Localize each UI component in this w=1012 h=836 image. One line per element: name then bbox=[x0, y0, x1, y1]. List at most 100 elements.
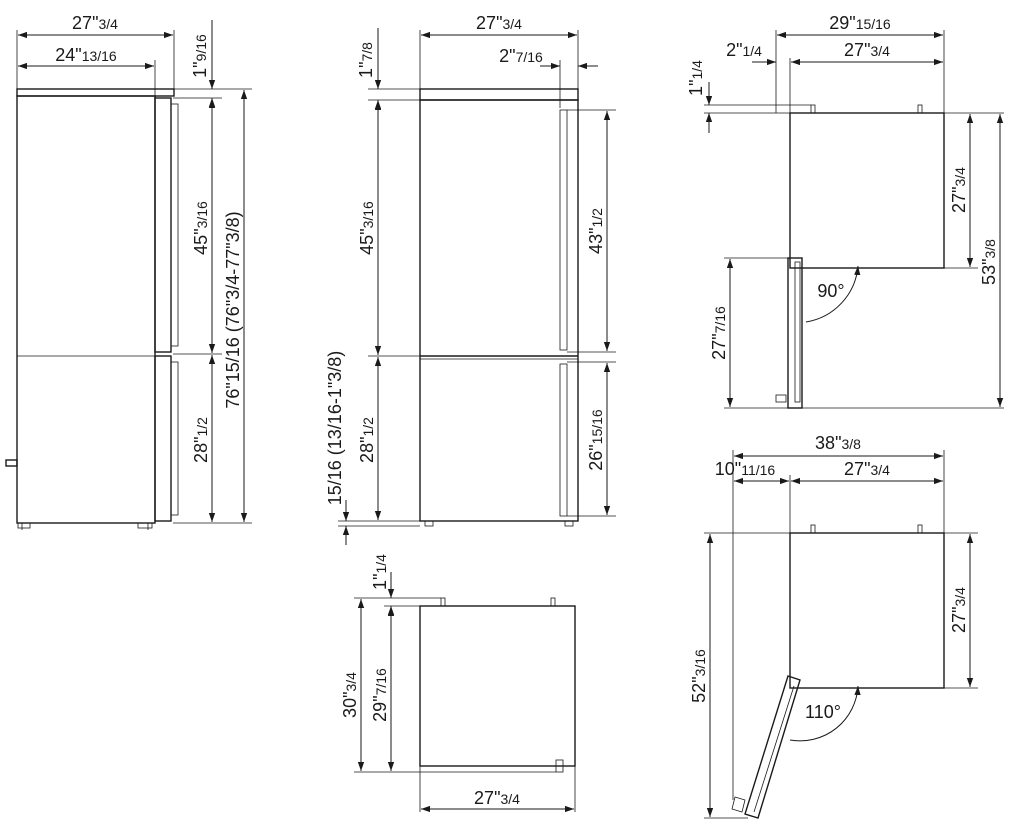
dim-front-upper-handle: 43"1/2 bbox=[586, 111, 611, 351]
svg-text:27"3/4: 27"3/4 bbox=[474, 788, 520, 808]
dim-value: 27" bbox=[949, 607, 969, 633]
dim-value: 10" bbox=[715, 459, 741, 479]
dim-front-width: 27"3/4 bbox=[421, 13, 577, 39]
side-view: 27"3/4 24"13/16 1"9/16 45"3/16 28"1/2 76… bbox=[5, 13, 252, 530]
dim-fraction: 3/16 bbox=[360, 201, 376, 228]
dim-value: 45" bbox=[191, 228, 211, 254]
svg-text:10"11/16: 10"11/16 bbox=[715, 459, 776, 479]
dim-fraction: 1/4 bbox=[742, 43, 762, 59]
dim-value: 28" bbox=[191, 437, 211, 463]
dim-value: 52" bbox=[689, 676, 709, 702]
door110-angle-label: 110° bbox=[805, 702, 841, 722]
dim-front-lower: 28"1/2 bbox=[357, 357, 382, 520]
dim-front-top-gap: 1"7/8 bbox=[356, 28, 382, 120]
dim-fraction: 3/4 bbox=[952, 167, 968, 187]
dim-side-depth-total: 27"3/4 bbox=[18, 13, 173, 39]
dim-value: 2" bbox=[499, 46, 515, 66]
svg-text:53"3/8: 53"3/8 bbox=[979, 239, 999, 285]
svg-text:29"7/16: 29"7/16 bbox=[370, 668, 390, 722]
top-fridge-outline bbox=[419, 597, 576, 773]
dim-fraction: 9/16 bbox=[193, 34, 209, 61]
dim-fraction: 1/2 bbox=[589, 208, 605, 228]
dim-fraction: 7/16 bbox=[712, 306, 728, 333]
svg-text:1"9/16: 1"9/16 bbox=[190, 34, 210, 78]
dim-front-handle-offset: 2"7/16 bbox=[499, 46, 598, 70]
dim-side-upper: 45"3/16 bbox=[191, 99, 216, 353]
dim-top-depth-b: 29"7/16 bbox=[370, 607, 395, 771]
dim-value: 27" bbox=[709, 333, 729, 359]
dim-fraction: 1/4 bbox=[689, 60, 705, 80]
dim-fraction: 3/16 bbox=[194, 201, 210, 228]
svg-text:27"3/4: 27"3/4 bbox=[844, 40, 890, 60]
dim-door90-depth-total: 53"3/8 bbox=[979, 114, 1004, 407]
dim-door90-total: 29"15/16 bbox=[777, 13, 943, 39]
dim-fraction: 3/4 bbox=[98, 16, 118, 32]
door-90-outline bbox=[775, 104, 945, 409]
svg-text:1"1/4: 1"1/4 bbox=[686, 60, 706, 96]
dim-fraction: 11/16 bbox=[741, 462, 775, 478]
dim-fraction: 3/8 bbox=[982, 239, 998, 259]
svg-text:27"3/4: 27"3/4 bbox=[72, 13, 118, 33]
dim-value: 27" bbox=[844, 40, 870, 60]
dim-door110-total: 38"3/8 bbox=[734, 433, 943, 460]
svg-text:29"15/16: 29"15/16 bbox=[829, 13, 891, 33]
dim-side-top-gap: 1"9/16 bbox=[190, 20, 216, 118]
dim-door90-door: 27"7/16 bbox=[709, 259, 734, 407]
dim-top-width: 27"3/4 bbox=[421, 788, 574, 813]
dim-value: 43" bbox=[586, 228, 606, 254]
svg-text:27"3/4: 27"3/4 bbox=[476, 13, 522, 33]
top-view: 1"1/4 30"3/4 29"7/16 27"3/4 bbox=[340, 554, 576, 813]
dim-front-lower-handle: 26"15/16 bbox=[586, 363, 611, 515]
dim-top-gap: 1"1/4 bbox=[370, 554, 395, 626]
dim-door90-top-gap: 1"1/4 bbox=[686, 60, 713, 133]
dim-door90-depth: 27"3/4 bbox=[949, 114, 974, 267]
dim-value: 1" bbox=[370, 574, 390, 590]
dim-value: 29" bbox=[829, 13, 855, 33]
dim-fraction: 1/2 bbox=[194, 417, 210, 437]
dim-value: 1" bbox=[190, 61, 210, 77]
door-90-view: 29"15/16 2"1/4 27"3/4 1"1/4 27"3/4 53"3/… bbox=[686, 13, 1004, 409]
dim-value: 27" bbox=[72, 13, 98, 33]
dim-value: 24" bbox=[55, 45, 81, 65]
dim-fraction: 7/8 bbox=[359, 42, 375, 62]
svg-text:45"3/16: 45"3/16 bbox=[191, 201, 211, 255]
dim-fraction: 3/4 bbox=[343, 672, 359, 692]
side-fridge-outline bbox=[5, 88, 179, 530]
dim-value: 1" bbox=[356, 62, 376, 78]
dim-value: 30" bbox=[340, 692, 360, 718]
svg-text:27"3/4: 27"3/4 bbox=[949, 587, 969, 633]
dim-side-total-height: 76"15/16 (76"3/4-77"3/8) bbox=[223, 90, 248, 522]
svg-text:28"1/2: 28"1/2 bbox=[357, 417, 377, 463]
dim-fraction: 1/2 bbox=[360, 417, 376, 437]
dim-fraction: 1/4 bbox=[373, 554, 389, 574]
dim-side-lower: 28"1/2 bbox=[191, 355, 216, 522]
front-view: 27"3/4 2"7/16 1"7/8 45"3/16 28"1/2 15/16… bbox=[325, 13, 616, 545]
dim-fraction: 3/16 bbox=[692, 649, 708, 676]
svg-text:27"3/4: 27"3/4 bbox=[949, 167, 969, 213]
dim-fraction: 7/16 bbox=[516, 49, 543, 65]
svg-text:1"7/8: 1"7/8 bbox=[356, 42, 376, 78]
svg-text:1"1/4: 1"1/4 bbox=[370, 554, 390, 590]
dim-value: 27" bbox=[844, 459, 870, 479]
dim-fraction: 3/4 bbox=[500, 791, 520, 807]
dim-door90-width: 27"3/4 bbox=[791, 40, 943, 66]
dim-fraction: 3/4 bbox=[952, 587, 968, 607]
dim-fraction: 3/4 bbox=[870, 43, 890, 59]
front-fridge-outline bbox=[419, 88, 579, 527]
dim-fraction: 7/16 bbox=[373, 668, 389, 695]
dim-value: 2" bbox=[726, 40, 742, 60]
dim-value: 76"15/16 (76"3/4-77"3/8) bbox=[223, 211, 243, 408]
svg-text:2"7/16: 2"7/16 bbox=[499, 46, 543, 66]
dim-top-depth-a: 30"3/4 bbox=[340, 599, 365, 771]
dim-side-depth-body: 24"13/16 bbox=[18, 45, 154, 70]
svg-text:38"3/8: 38"3/8 bbox=[815, 433, 861, 453]
svg-text:2"1/4: 2"1/4 bbox=[726, 40, 762, 60]
dim-fraction: 3/4 bbox=[502, 16, 522, 32]
svg-text:24"13/16: 24"13/16 bbox=[55, 45, 117, 65]
svg-text:27"3/4: 27"3/4 bbox=[844, 459, 890, 479]
dim-fraction: 3/8 bbox=[841, 436, 861, 452]
svg-text:28"1/2: 28"1/2 bbox=[191, 417, 211, 463]
dim-value: 15/16 (13/16-1"3/8) bbox=[325, 351, 345, 506]
dim-value: 1" bbox=[686, 80, 706, 96]
